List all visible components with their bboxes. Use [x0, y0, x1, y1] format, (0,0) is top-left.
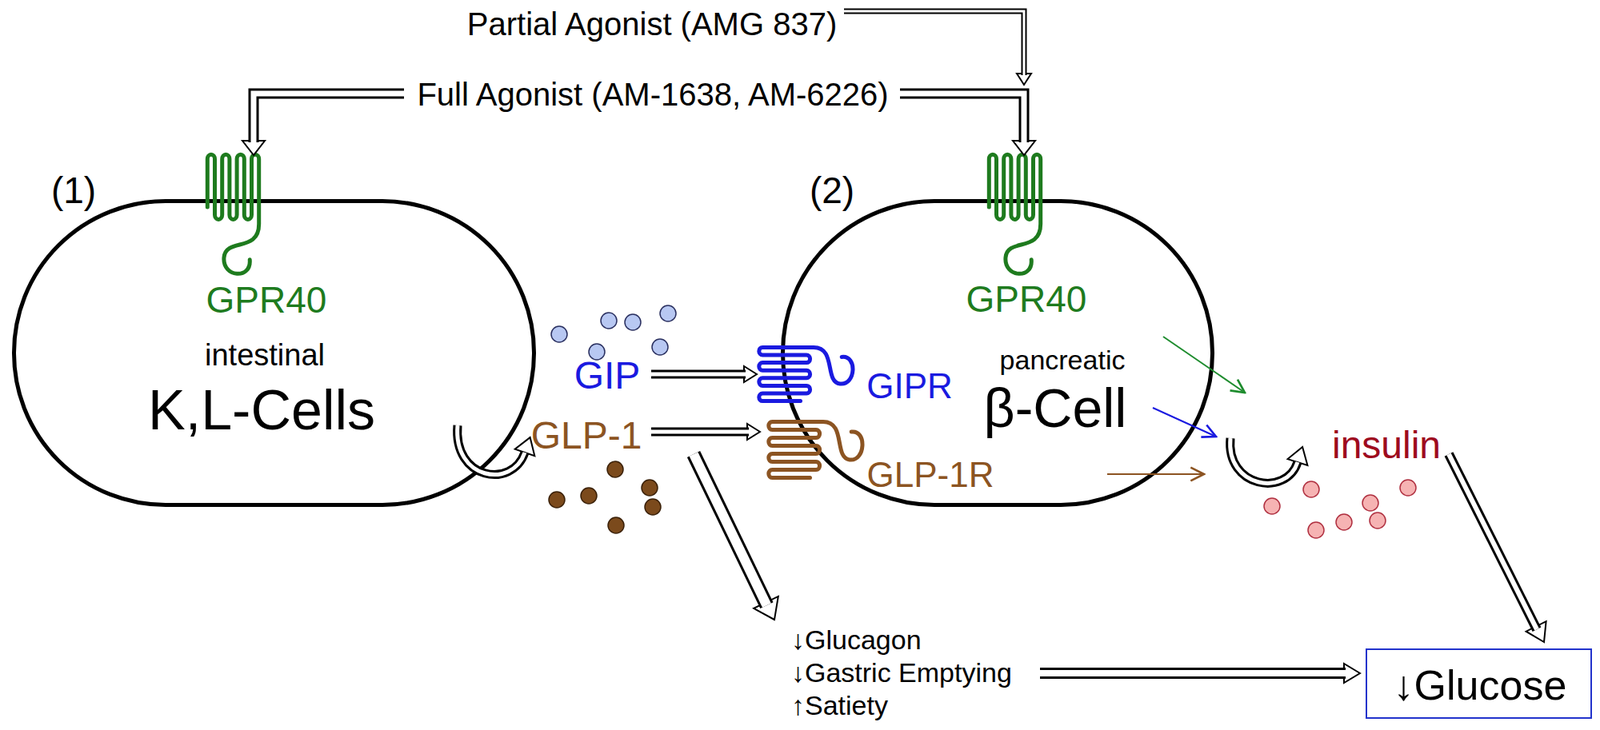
arrow-head	[1012, 140, 1036, 156]
glp1-granule	[608, 517, 624, 534]
arrow-shaft	[651, 372, 746, 377]
arrow-head	[242, 140, 265, 156]
arrow-shaft	[457, 425, 525, 475]
arrow-shaft	[1230, 438, 1298, 484]
outcome-box: ↓Glucose	[1365, 648, 1592, 720]
glp1-granule	[641, 480, 658, 496]
glp1r-receptor	[768, 422, 863, 479]
hormone-label: GLP-1	[531, 416, 643, 456]
outcome-text: ↓Glucose	[1393, 664, 1568, 707]
hollow-arrow	[242, 93, 404, 156]
signal-arrow	[1152, 408, 1216, 437]
cell-outline: (1)GPR40intestinalK,L-Cells	[12, 199, 536, 508]
panel-number: (2)	[809, 172, 855, 209]
curved-hollow-arrow	[1230, 438, 1308, 484]
cell-location: intestinal	[204, 340, 325, 371]
arrow-shaft	[1040, 668, 1346, 680]
signal-arrow	[1163, 336, 1245, 393]
arrow-head	[1288, 447, 1308, 466]
insulin-granule	[1362, 495, 1379, 512]
insulin-granule	[1369, 512, 1386, 529]
effect-label: ↓Gastric Emptying	[791, 659, 1012, 687]
arrow-shaft	[1040, 670, 1346, 677]
arrow-shaft	[651, 428, 749, 437]
arrow-shaft	[651, 430, 749, 435]
arrow-head	[1526, 621, 1547, 643]
gip-granule	[660, 305, 676, 322]
arrow-head	[1344, 664, 1360, 684]
arrow-shaft	[900, 93, 1024, 143]
arrow-shaft	[1448, 454, 1537, 630]
arrow-head	[747, 424, 760, 440]
hollow-arrow	[651, 366, 757, 383]
cell-name: K,L-Cells	[148, 382, 376, 439]
insulin-granule	[1303, 481, 1320, 498]
glp1-granule	[607, 461, 624, 478]
arrow-shaft	[253, 93, 404, 143]
gipr-receptor	[759, 347, 853, 401]
cell-name: β-Cell	[984, 380, 1128, 436]
glp1-granule	[580, 488, 597, 504]
receptor-name: GPR40	[206, 281, 328, 319]
arrow-shaft	[1448, 454, 1537, 630]
glp1-granule	[644, 499, 661, 516]
insulin-granule	[1264, 498, 1280, 515]
hollow-arrow	[693, 454, 779, 620]
gip-granule	[551, 326, 568, 343]
arrow-shaft	[693, 454, 767, 606]
agonist-label: Partial Agonist (AMG 837)	[467, 8, 837, 40]
cell-location: pancreatic	[1000, 346, 1126, 374]
hormone-label: insulin	[1332, 426, 1441, 465]
panel-number: (1)	[51, 172, 96, 209]
gip-granule	[624, 314, 641, 331]
arrow-shaft	[253, 93, 404, 143]
effect-label: ↑Satiety	[791, 692, 888, 720]
hollow-arrow	[900, 93, 1036, 156]
receptor-label: GIPR	[866, 368, 953, 404]
arrow-head	[744, 366, 757, 383]
gip-granule	[652, 339, 668, 356]
arrow-shaft	[1230, 438, 1298, 484]
agonist-label: Full Agonist (AM-1638, AM-6226)	[416, 78, 888, 111]
signal-arrow	[1107, 473, 1204, 476]
receptor-label: GLP-1R	[867, 457, 995, 493]
glp1-granule	[548, 492, 565, 508]
gpr40-receptor	[988, 154, 1040, 274]
receptor-name: GPR40	[966, 280, 1088, 318]
arrow-shaft	[844, 11, 1024, 76]
effect-label: ↓Glucagon	[791, 626, 922, 654]
arrow-shaft	[457, 425, 525, 475]
gip-granule	[600, 312, 617, 329]
insulin-granule	[1336, 514, 1352, 531]
arrow-shaft	[844, 11, 1024, 76]
arrow-shaft	[651, 370, 746, 380]
gpr40-receptor	[207, 154, 259, 274]
hollow-arrow	[1040, 664, 1360, 684]
hormone-label: GIP	[574, 356, 641, 396]
hollow-arrow	[844, 11, 1032, 85]
hollow-arrow	[651, 424, 760, 440]
curved-hollow-arrow	[457, 425, 536, 475]
insulin-granule	[1400, 480, 1416, 496]
arrow-head	[1016, 73, 1032, 85]
hollow-arrow	[1448, 454, 1547, 643]
insulin-granule	[1308, 522, 1324, 539]
cell-outline: (2)GPR40pancreaticβ-Cell	[780, 199, 1215, 508]
arrow-shaft	[693, 454, 767, 606]
arrow-head	[753, 596, 779, 620]
arrow-shaft	[900, 93, 1024, 143]
